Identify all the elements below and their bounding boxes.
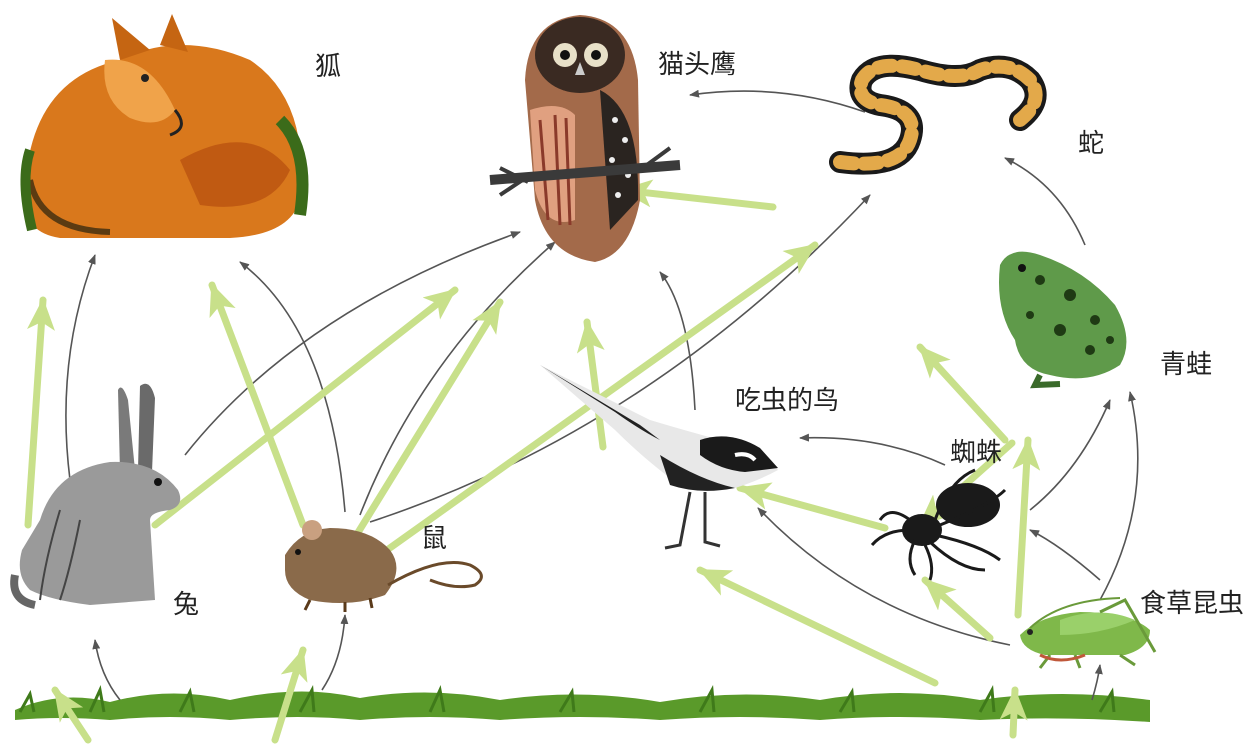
highlight-arrow-spider-bird	[740, 488, 885, 528]
arrow-rabbit-to-fox	[66, 255, 95, 480]
grass-strip	[15, 690, 1150, 722]
highlight-arrow-snake-owl	[622, 190, 773, 207]
label-mouse: 鼠	[421, 518, 447, 555]
arrow-frog-to-snake	[1005, 158, 1085, 245]
highlight-arrow-spider-frog	[920, 347, 1005, 440]
arrow-snake-to-owl	[690, 91, 865, 112]
highlight-arrows	[28, 190, 1028, 740]
arrow-grass-to-insect	[1092, 665, 1100, 700]
highlight-arrow-insect-frog	[1018, 440, 1028, 615]
highlight-arrow-grass-bird	[700, 570, 935, 683]
arrow-insect-to-frog	[1100, 392, 1138, 600]
highlight-arrow-rabbit-owl	[155, 290, 455, 525]
spider-illustration	[872, 470, 1005, 580]
highlight-arrow-bird-owl	[587, 322, 603, 447]
highlight-arrow-rabbit-fox	[28, 300, 43, 525]
highlight-arrow-grass-insect	[1013, 690, 1015, 735]
snake-illustration	[840, 66, 1036, 164]
highlight-arrow-insect-spider	[925, 580, 990, 638]
frog-illustration	[999, 252, 1126, 385]
arrow-mouse-to-owl	[360, 242, 555, 515]
highlight-arrow-mouse-fox	[212, 285, 303, 525]
label-spider: 蜘蛛	[950, 432, 1002, 469]
grasshopper-illustration	[1020, 598, 1155, 668]
label-fox: 狐	[315, 46, 341, 83]
label-rabbit: 兔	[173, 584, 199, 621]
arrow-grass-to-mouse	[322, 615, 345, 690]
arrow-spider-to-bird	[800, 438, 945, 465]
label-snake: 蛇	[1078, 123, 1104, 160]
mouse-illustration	[285, 520, 481, 612]
label-insect: 食草昆虫	[1140, 583, 1244, 620]
label-owl: 猫头鹰	[658, 44, 736, 81]
arrow-spider-to-frog	[1030, 400, 1110, 510]
label-frog: 青蛙	[1160, 344, 1212, 381]
owl-illustration	[490, 15, 680, 262]
arrow-insect-to-spider	[1030, 530, 1100, 580]
label-bird: 吃虫的鸟	[735, 380, 839, 417]
fox-illustration	[24, 14, 302, 238]
rabbit-illustration	[14, 384, 180, 605]
